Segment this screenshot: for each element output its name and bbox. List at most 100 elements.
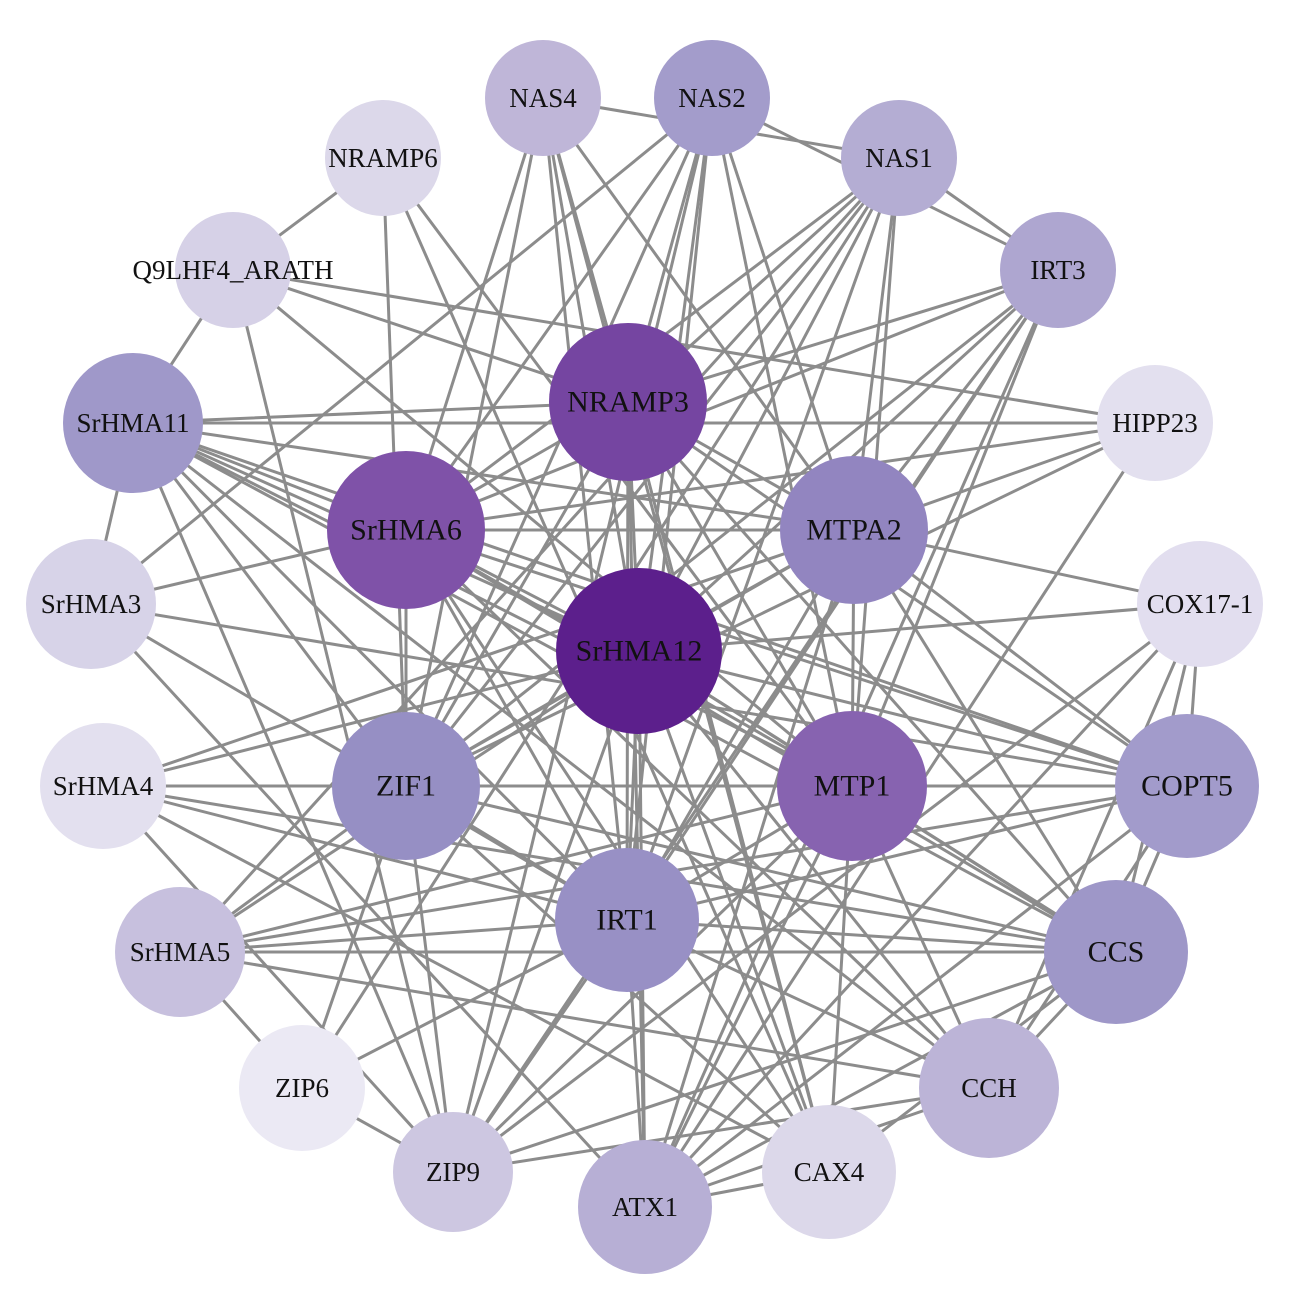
node-label: Q9LHF4_ARATH <box>132 255 333 285</box>
edge-IRT1-SrHMA5 <box>178 918 629 954</box>
node-SrHMA11: SrHMA11 <box>63 353 203 493</box>
edge-IRT1-SrHMA4 <box>101 784 629 922</box>
node-circle <box>1000 212 1116 328</box>
edge-IRT1-SrHMA11 <box>131 421 629 922</box>
edge-COX17-1-ZIP9 <box>451 602 1202 1174</box>
edge-ZIF1-CCS <box>404 784 1118 954</box>
edge-Q9LHF4_ARATH-ZIP9 <box>231 268 455 1174</box>
node-COX17-1: COX17-1 <box>1137 541 1263 667</box>
node-circle <box>555 848 699 992</box>
edge-IRT1-CCS <box>625 918 1118 954</box>
node-Q9LHF4_ARATH: Q9LHF4_ARATH <box>132 212 334 328</box>
node-label: ZIP9 <box>426 1157 480 1187</box>
node-circle <box>327 451 485 609</box>
node-label: COPT5 <box>1141 770 1233 803</box>
node-label: ATX1 <box>612 1192 678 1222</box>
node-NRAMP6: NRAMP6 <box>325 100 441 216</box>
node-label: SrHMA6 <box>350 514 462 547</box>
node-label: SrHMA11 <box>76 408 189 438</box>
edge-MTP1-IRT3 <box>850 268 1060 788</box>
edge-MTPA2-NAS2 <box>710 96 856 532</box>
node-circle <box>485 40 601 156</box>
edge-NRAMP3-SrHMA11 <box>131 400 630 425</box>
node-IRT1: IRT1 <box>555 848 699 992</box>
edge-MTP1-SrHMA5 <box>178 784 854 954</box>
node-label: CCH <box>961 1073 1017 1103</box>
node-label: IRT1 <box>596 904 658 937</box>
node-label: SrHMA12 <box>576 635 703 668</box>
node-SrHMA5: SrHMA5 <box>115 887 245 1017</box>
edge-ZIF1-IRT3 <box>404 268 1060 788</box>
node-label: HIPP23 <box>1112 408 1198 438</box>
edge-IRT1-NAS2 <box>625 96 714 922</box>
node-SrHMA6: SrHMA6 <box>327 451 485 609</box>
node-NAS1: NAS1 <box>841 100 957 216</box>
node-label: IRT3 <box>1030 255 1085 285</box>
edge-SrHMA3-ATX1 <box>89 602 647 1209</box>
edge-MTP1-NAS2 <box>710 96 854 788</box>
node-circle <box>1044 880 1188 1024</box>
edge-NAS2-SrHMA3 <box>89 96 714 606</box>
edge-SrHMA5-CCH <box>178 950 991 1090</box>
node-label: CAX4 <box>794 1157 865 1187</box>
node-COPT5: COPT5 <box>1115 714 1259 858</box>
node-label: SrHMA5 <box>130 937 231 967</box>
node-circle <box>115 887 245 1017</box>
node-NAS2: NAS2 <box>654 40 770 156</box>
node-circle <box>1115 714 1259 858</box>
node-label: COX17-1 <box>1147 589 1254 619</box>
node-label: CCS <box>1088 936 1145 969</box>
edge-SrHMA6-IRT3 <box>404 268 1060 532</box>
edge-CCH-ZIP9 <box>451 1086 991 1174</box>
node-circle <box>549 323 707 481</box>
edge-CCS-ZIP9 <box>451 950 1118 1174</box>
node-MTPA2: MTPA2 <box>780 456 928 604</box>
edge-NRAMP3-COPT5 <box>626 400 1189 788</box>
node-label: NRAMP6 <box>328 143 438 173</box>
node-circle <box>777 711 927 861</box>
edge-SrHMA4-ZIP9 <box>101 784 455 1174</box>
node-circle <box>63 353 203 493</box>
node-circle <box>175 212 291 328</box>
edge-Q9LHF4_ARATH-HIPP23 <box>231 268 1157 425</box>
node-IRT3: IRT3 <box>1000 212 1116 328</box>
edge-SrHMA12-COPT5 <box>637 649 1189 788</box>
node-circle <box>841 100 957 216</box>
node-circle <box>919 1018 1059 1158</box>
edge-SrHMA12-COX17-1 <box>637 602 1202 653</box>
node-label: NAS1 <box>865 143 933 173</box>
node-circle <box>325 100 441 216</box>
node-MTP1: MTP1 <box>777 711 927 861</box>
node-SrHMA4: SrHMA4 <box>40 723 166 849</box>
node-ZIP9: ZIP9 <box>393 1112 513 1232</box>
node-circle <box>239 1025 365 1151</box>
node-circle <box>40 723 166 849</box>
edge-Q9LHF4_ARATH-MTP1 <box>231 268 854 788</box>
node-circle <box>26 539 156 669</box>
node-ZIF1: ZIF1 <box>332 712 480 860</box>
node-circle <box>556 568 722 734</box>
edge-IRT1-COPT5 <box>625 784 1189 922</box>
node-circle <box>1097 365 1213 481</box>
edge-SrHMA5-COPT5 <box>178 784 1189 954</box>
edge-IRT3-ZIP9 <box>451 268 1060 1174</box>
node-label: MTPA2 <box>806 514 902 547</box>
edge-MTPA2-SrHMA4 <box>101 528 856 788</box>
node-HIPP23: HIPP23 <box>1097 365 1213 481</box>
edge-ZIF1-NAS2 <box>404 96 714 788</box>
node-SrHMA12: SrHMA12 <box>556 568 722 734</box>
node-label: SrHMA3 <box>41 589 142 619</box>
edge-COX17-1-ATX1 <box>643 602 1202 1209</box>
edge-MTPA2-NAS4 <box>541 96 856 532</box>
node-CCH: CCH <box>919 1018 1059 1158</box>
node-label: NAS2 <box>678 83 746 113</box>
node-NRAMP3: NRAMP3 <box>549 323 707 481</box>
node-SrHMA3: SrHMA3 <box>26 539 156 669</box>
node-circle <box>1137 541 1263 667</box>
edge-SrHMA11-ZIP9 <box>131 421 455 1174</box>
edge-SrHMA12-CAX4 <box>637 649 831 1174</box>
edge-IRT1-NAS1 <box>625 156 901 922</box>
node-ATX1: ATX1 <box>578 1140 712 1274</box>
node-label: ZIF1 <box>376 770 436 803</box>
